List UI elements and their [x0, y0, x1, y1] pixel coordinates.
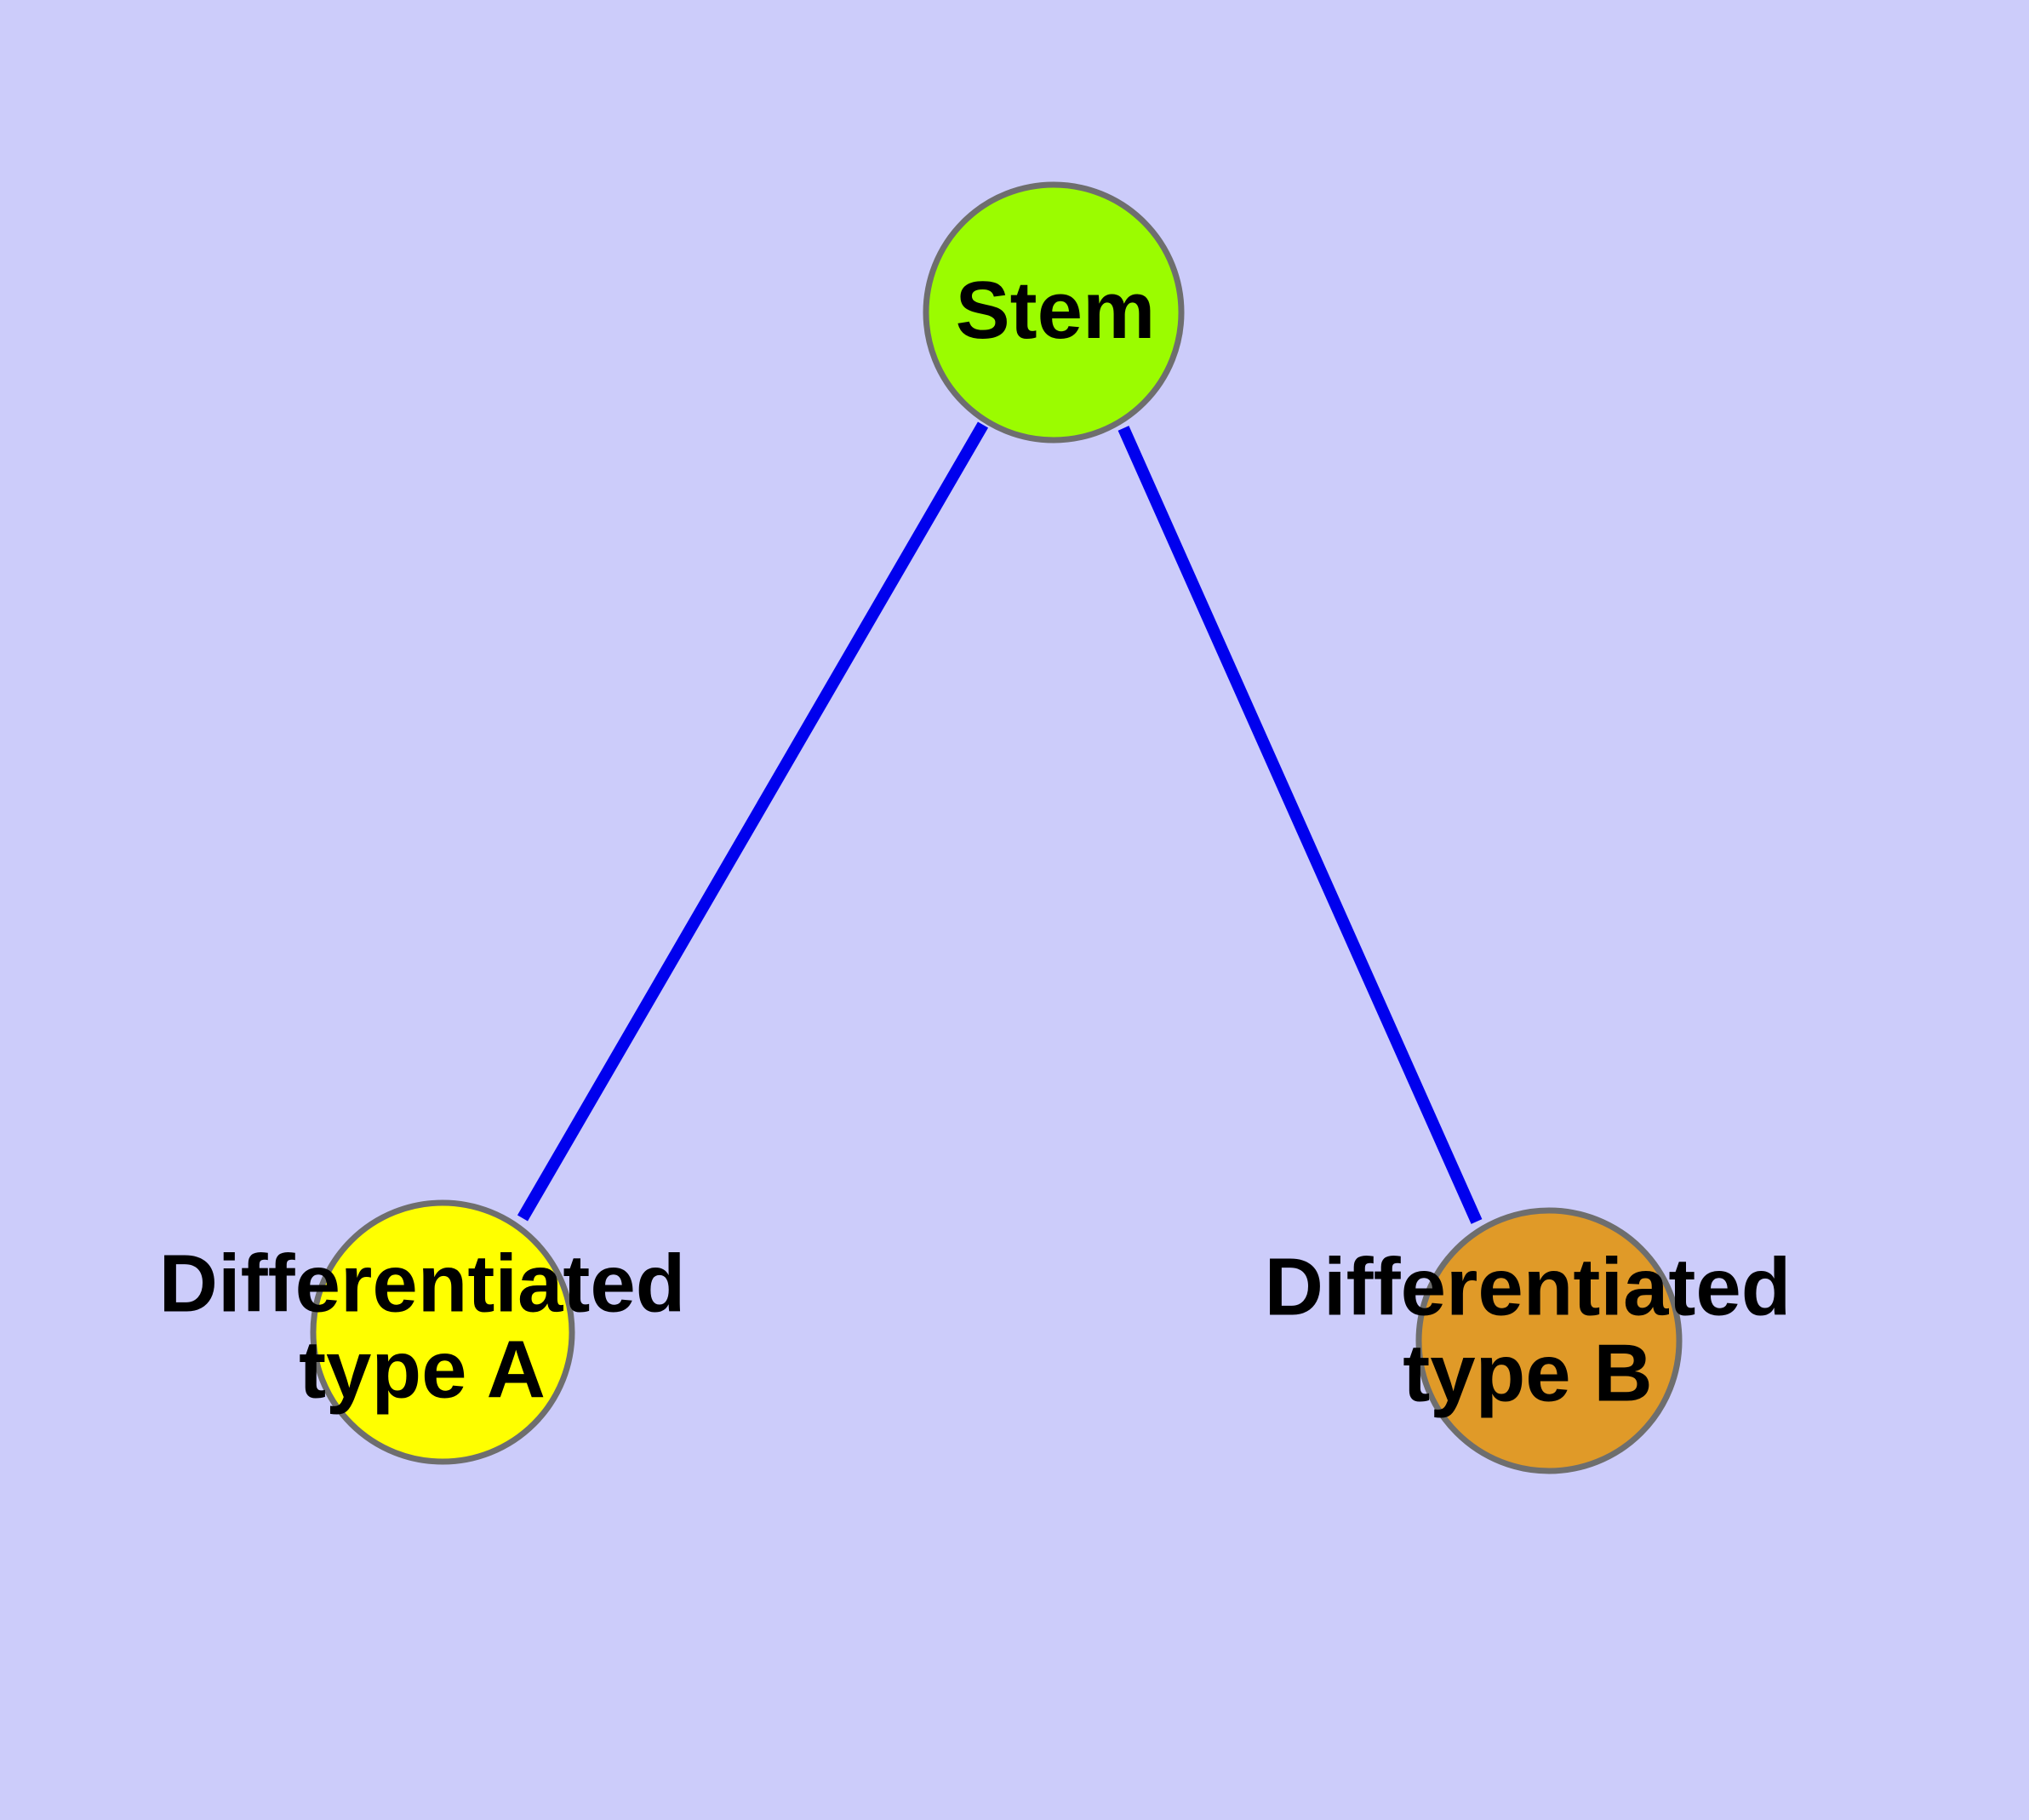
node-label-stem: Stem — [956, 265, 1156, 356]
graph-node-diff-a[interactable] — [310, 1199, 575, 1465]
nodes-layer — [310, 181, 1683, 1474]
node-label-line: Stem — [956, 265, 1156, 356]
edges-layer — [517, 421, 1483, 1224]
graph-edge[interactable] — [1117, 426, 1483, 1224]
node-label-line: Differentiated — [1265, 1242, 1792, 1333]
node-label-line: Differentiated — [159, 1239, 686, 1330]
node-label-line: type B — [1403, 1328, 1652, 1419]
node-label-line: type A — [299, 1325, 546, 1416]
graph-node-diff-b[interactable] — [1415, 1207, 1683, 1474]
graph-node-stem[interactable] — [923, 181, 1185, 444]
graph-edge[interactable] — [517, 421, 989, 1222]
